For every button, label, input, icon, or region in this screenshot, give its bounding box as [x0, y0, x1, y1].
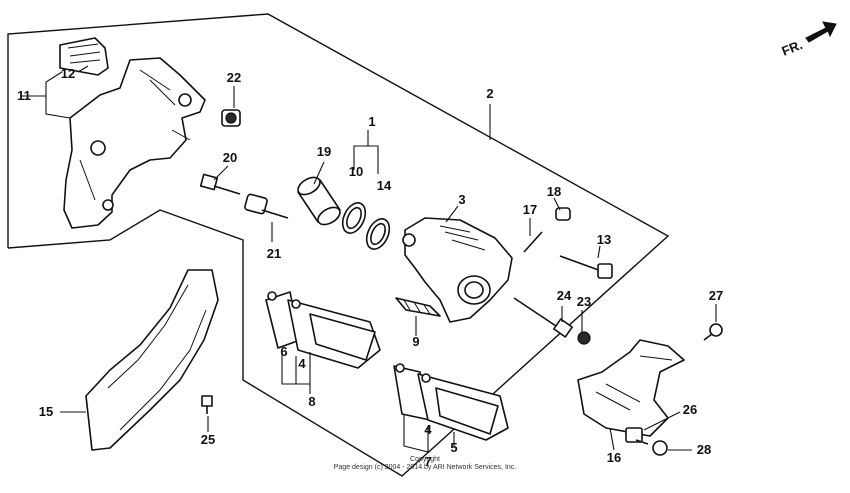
callout-8: 8 — [308, 394, 315, 409]
seal-10 — [341, 202, 367, 234]
piston-19 — [297, 176, 341, 226]
brake-pad-set-8 — [265, 291, 381, 369]
leader-lines — [20, 65, 717, 453]
callout-2: 2 — [486, 86, 493, 101]
callout-17: 17 — [523, 202, 537, 217]
callout-13: 13 — [597, 232, 611, 247]
callout-9: 9 — [412, 334, 419, 349]
callout-26: 26 — [683, 402, 697, 417]
callout-28: 28 — [697, 442, 711, 457]
bracket-clip — [59, 37, 109, 76]
callout-4-upper: 4 — [298, 356, 306, 371]
pad-pin-24 — [513, 297, 573, 338]
copyright-notice: Copyright Page design (c) 2004 - 2014 by… — [0, 456, 850, 472]
bolt-22 — [221, 109, 241, 127]
callout-1: 1 — [368, 114, 375, 129]
caliper-bracket — [63, 57, 206, 229]
callout-24: 24 — [557, 288, 572, 303]
callout-23: 23 — [577, 294, 591, 309]
callout-6: 6 — [280, 344, 287, 359]
callout-15: 15 — [39, 404, 53, 419]
collar-26 — [625, 427, 643, 443]
callout-11: 11 — [17, 88, 31, 103]
front-direction-marker: FR. — [780, 21, 837, 59]
callout-4-lower: 4 — [424, 422, 432, 437]
copyright-line-2: Page design (c) 2004 - 2014 by ARI Netwo… — [333, 464, 517, 471]
callout-5: 5 — [450, 440, 457, 455]
assembly-outline — [7, 13, 670, 477]
pad-spring-9 — [395, 297, 441, 317]
callout-20: 20 — [223, 150, 237, 165]
callout-21: 21 — [267, 246, 281, 261]
bolt-27 — [703, 323, 723, 341]
callout-3: 3 — [458, 192, 465, 207]
callout-12: 12 — [61, 66, 75, 81]
pin-20 — [199, 173, 241, 195]
front-arrow-icon — [805, 21, 837, 43]
callout-25: 25 — [201, 432, 215, 447]
callout-14: 14 — [377, 178, 392, 193]
bolt-21 — [244, 193, 289, 219]
brake-pad-set-lower — [393, 363, 509, 441]
callout-10: 10 — [349, 164, 363, 179]
caliper-body-3 — [402, 217, 513, 323]
callout-18: 18 — [547, 184, 561, 199]
bleeder-valve-17 — [523, 231, 543, 253]
callout-16: 16 — [607, 450, 621, 465]
direction-label: FR. — [780, 37, 805, 59]
bolt-28 — [635, 439, 668, 456]
slide-pin-13 — [559, 255, 613, 279]
pin-plug-23 — [577, 331, 591, 345]
seal-14 — [365, 218, 391, 250]
disc-guard-15 — [85, 269, 219, 451]
callout-labels: 1 2 3 4 4 5 6 7 8 9 10 11 12 13 14 15 16… — [17, 66, 723, 469]
screw-25 — [201, 395, 213, 414]
callout-7: 7 — [424, 454, 431, 469]
callout-27: 27 — [709, 288, 723, 303]
callout-19: 19 — [317, 144, 331, 159]
copyright-line-1: Copyright — [410, 456, 440, 463]
caliper-protector-16 — [577, 339, 685, 437]
callout-22: 22 — [227, 70, 241, 85]
bleeder-cap-18 — [555, 207, 571, 221]
